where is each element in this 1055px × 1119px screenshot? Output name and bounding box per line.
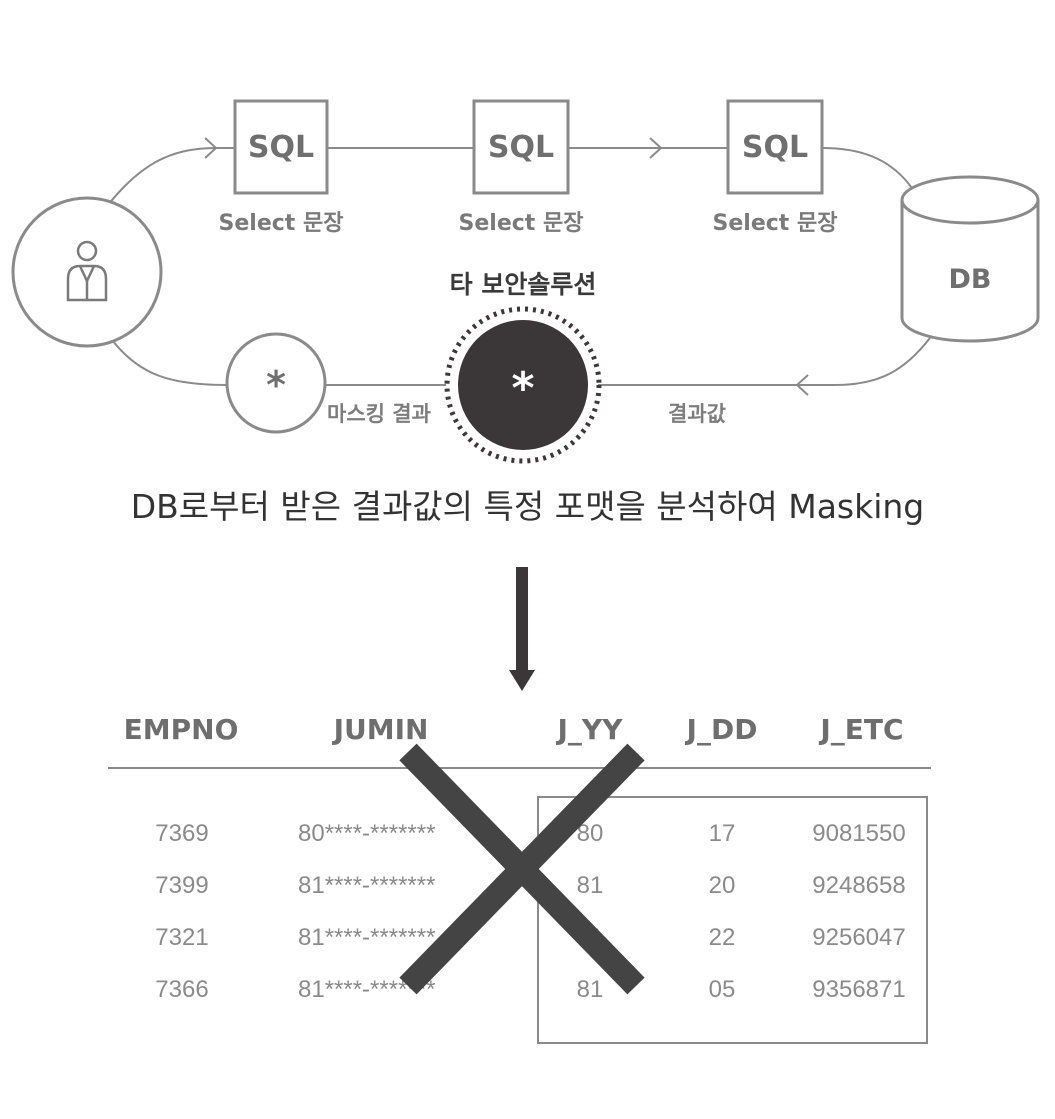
col-header-j-dd: J_DD bbox=[686, 713, 758, 746]
user-circle bbox=[11, 196, 163, 348]
sql-to-db-line bbox=[821, 147, 913, 189]
table-cell: 7399 bbox=[155, 872, 209, 899]
table-cell: 9356871 bbox=[812, 976, 906, 1003]
table-cell: 81****-******* bbox=[298, 872, 436, 899]
table-cell: 20 bbox=[708, 872, 736, 899]
down-arrow-shaft bbox=[516, 567, 528, 671]
table-cell: 7366 bbox=[155, 976, 209, 1003]
sql-box-3-label: SQL bbox=[741, 130, 809, 165]
sql-box-3 bbox=[726, 99, 824, 195]
sql-box-3-caption: Select 문장 bbox=[712, 211, 838, 236]
table-cell: 17 bbox=[708, 820, 736, 847]
sql-box-1 bbox=[233, 99, 329, 195]
table-cell: 81 bbox=[576, 872, 604, 899]
masking-result-asterisk: * bbox=[266, 363, 286, 407]
table-cell: 80 bbox=[576, 820, 604, 847]
table-cell: 7321 bbox=[155, 924, 209, 951]
solution-asterisk: * bbox=[511, 363, 535, 414]
col-header-j-yy: J_YY bbox=[557, 713, 623, 746]
masking-caption: DB로부터 받은 결과값의 특정 포맷을 분석하여 Masking bbox=[130, 487, 925, 526]
mask-to-user-line bbox=[111, 339, 228, 386]
sql-box-2-caption: Select 문장 bbox=[458, 211, 584, 236]
table-cell: 9248658 bbox=[812, 872, 906, 899]
arrowhead-3 bbox=[795, 374, 809, 396]
sql-box-1-caption: Select 문장 bbox=[218, 211, 344, 236]
sql-box-2-label: SQL bbox=[487, 130, 555, 165]
table-cell: 9256047 bbox=[812, 924, 906, 951]
table-cell: 81****-******* bbox=[298, 924, 436, 951]
table-cell: 81****-******* bbox=[298, 976, 436, 1003]
db-label: DB bbox=[948, 264, 992, 295]
sql-box-2 bbox=[472, 99, 570, 195]
col-header-empno: EMPNO bbox=[123, 713, 239, 746]
table-cell: 7369 bbox=[155, 820, 209, 847]
arrowhead-2 bbox=[649, 137, 663, 159]
sql-box-1-label: SQL bbox=[247, 130, 315, 165]
table-header-divider bbox=[108, 767, 931, 769]
db-cylinder bbox=[900, 175, 1040, 343]
solution-title: 타 보안솔루션 bbox=[449, 270, 597, 299]
table-cell: 81 bbox=[576, 924, 604, 951]
table-cell: 80****-******* bbox=[298, 820, 436, 847]
solution-dotted-ring bbox=[444, 306, 602, 464]
user-to-sql-line bbox=[107, 147, 235, 206]
table-cell: 22 bbox=[708, 924, 736, 951]
down-arrow-head bbox=[509, 670, 535, 691]
solution-circle bbox=[458, 320, 588, 450]
result-label: 결과값 bbox=[668, 402, 726, 426]
table-cell: 05 bbox=[708, 976, 736, 1003]
col-header-j-etc: J_ETC bbox=[820, 713, 904, 746]
arrowhead-1 bbox=[204, 137, 218, 159]
col-header-jumin: JUMIN bbox=[333, 713, 429, 746]
user-icon bbox=[66, 240, 108, 302]
table-cell: 81 bbox=[576, 976, 604, 1003]
db-to-solution-line bbox=[598, 337, 931, 386]
table-cell: 9081550 bbox=[812, 820, 906, 847]
masking-result-circle bbox=[225, 332, 327, 434]
masking-result-label: 마스킹 결과 bbox=[327, 402, 431, 426]
